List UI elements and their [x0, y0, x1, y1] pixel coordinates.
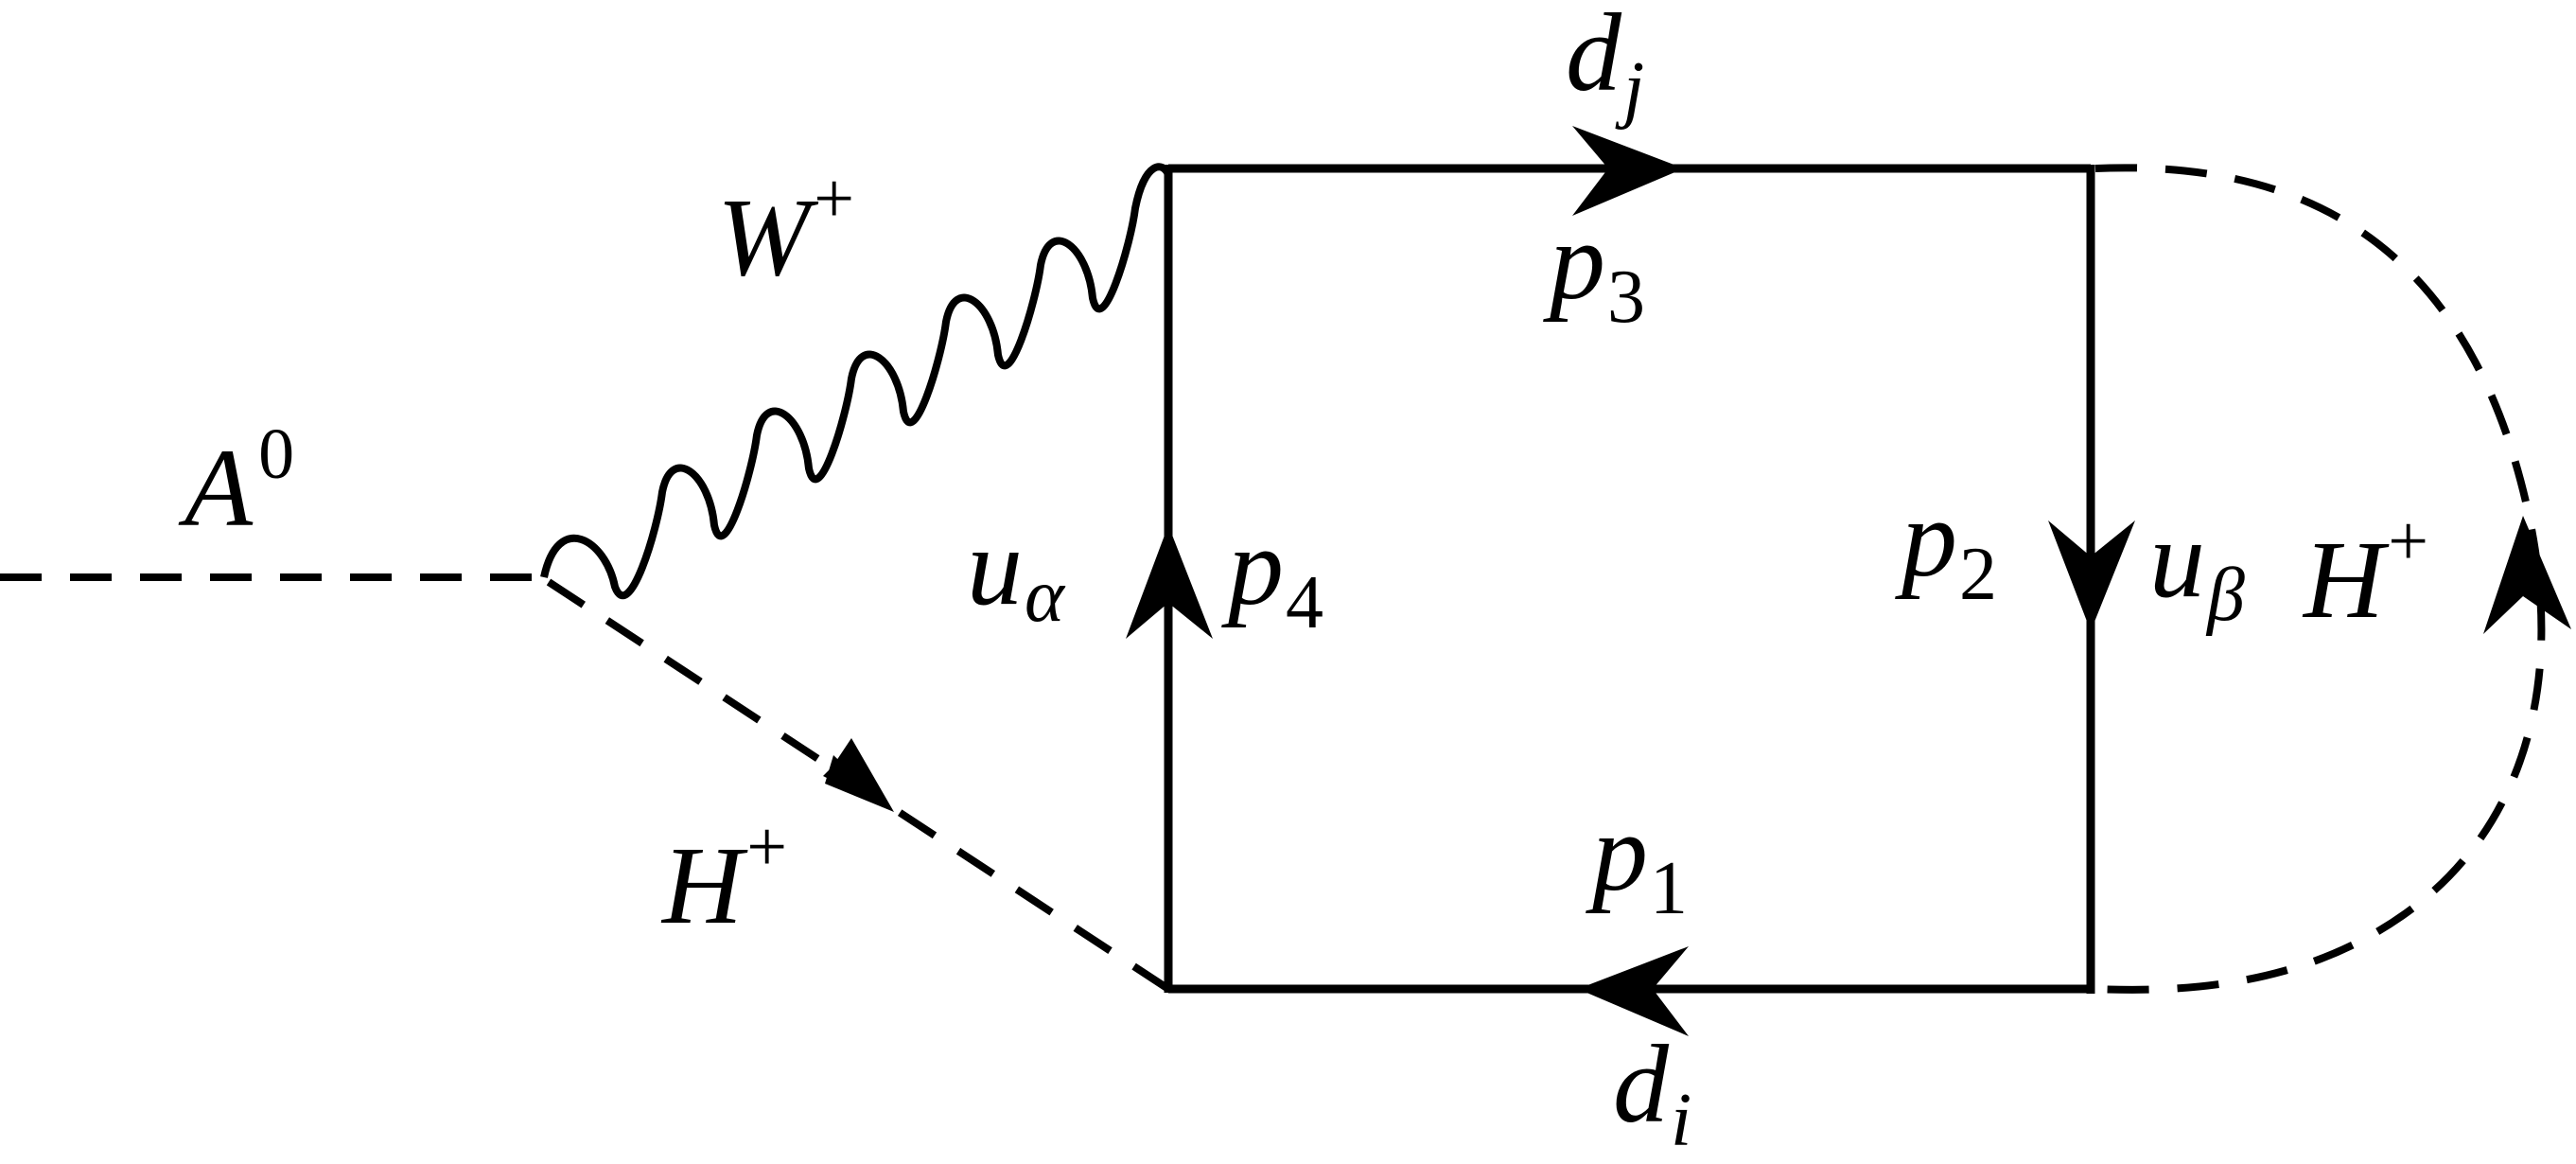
label-w-plus: W+ — [717, 159, 854, 299]
h-plus-right-arrow — [2483, 516, 2571, 634]
h-plus-left-arrowhead — [823, 738, 894, 812]
label-h-plus-left: H+ — [660, 807, 787, 947]
u-beta-arrow — [2048, 520, 2135, 631]
label-d-j: dj — [1566, 0, 1644, 131]
label-u-beta: uβ — [2149, 497, 2245, 637]
label-a0: A0 — [178, 414, 294, 550]
u-alpha-arrow — [1126, 525, 1213, 639]
label-p1: p1 — [1586, 790, 1688, 930]
d-j-arrow — [1572, 126, 1684, 216]
h-plus-left-arrow — [825, 755, 894, 812]
label-p3: p3 — [1543, 199, 1645, 339]
w-boson-propagator — [540, 163, 1172, 600]
label-d-i: di — [1613, 1022, 1691, 1162]
label-h-plus-right: H+ — [2302, 502, 2428, 642]
label-u-alpha: uα — [967, 504, 1066, 638]
d-i-arrow — [1578, 946, 1689, 1036]
label-p2: p2 — [1895, 476, 1997, 616]
h-plus-right-propagator — [2094, 164, 2546, 994]
label-p4: p4 — [1221, 504, 1323, 644]
